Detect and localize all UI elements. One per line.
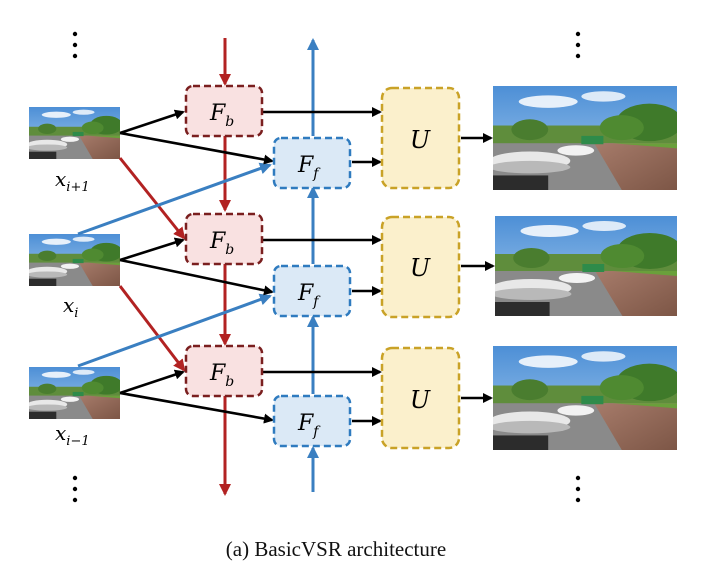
figure-caption: (a) BasicVSR architecture — [226, 537, 446, 561]
ellipsis-top-left — [72, 31, 78, 59]
svg-text:U: U — [410, 126, 431, 154]
svg-text:Fb: Fb — [209, 101, 234, 130]
forward-block-middle: Ff — [272, 264, 352, 318]
output-frame-top — [493, 86, 677, 190]
input-frame-i-plus-1 — [29, 107, 120, 159]
input-frame-i — [29, 234, 120, 286]
svg-text:Fb: Fb — [209, 361, 234, 390]
forward-propagation-path — [77, 38, 319, 492]
svg-text:Fb: Fb — [209, 229, 234, 258]
input-frame-i-minus-1 — [29, 367, 120, 419]
feature-connections — [119, 107, 495, 426]
ellipsis-bottom-left — [72, 475, 78, 503]
upsample-block-top: U — [380, 86, 461, 190]
output-frame-bottom — [493, 346, 677, 450]
backward-block-middle: Fb — [184, 212, 264, 266]
ellipsis-bottom-right — [575, 475, 581, 503]
forward-block-bottom: Ff — [272, 394, 352, 448]
upsample-block-bottom: U — [380, 346, 461, 450]
input-label-i-plus-1: xi+1 — [55, 167, 90, 195]
svg-text:U: U — [410, 386, 431, 414]
svg-text:Ff: Ff — [297, 281, 321, 310]
ellipsis-top-right — [575, 31, 581, 59]
svg-text:Ff: Ff — [297, 411, 321, 440]
output-frame-middle — [495, 216, 677, 316]
backward-block-top: Fb — [184, 84, 264, 138]
backward-block-bottom: Fb — [184, 344, 264, 398]
input-label-i-minus-1: xi−1 — [55, 421, 90, 449]
upsample-block-middle: U — [380, 215, 461, 319]
input-label-i: xi — [63, 293, 78, 321]
svg-text:U: U — [410, 254, 431, 282]
forward-block-top: Ff — [272, 136, 352, 190]
svg-text:Ff: Ff — [297, 153, 321, 182]
